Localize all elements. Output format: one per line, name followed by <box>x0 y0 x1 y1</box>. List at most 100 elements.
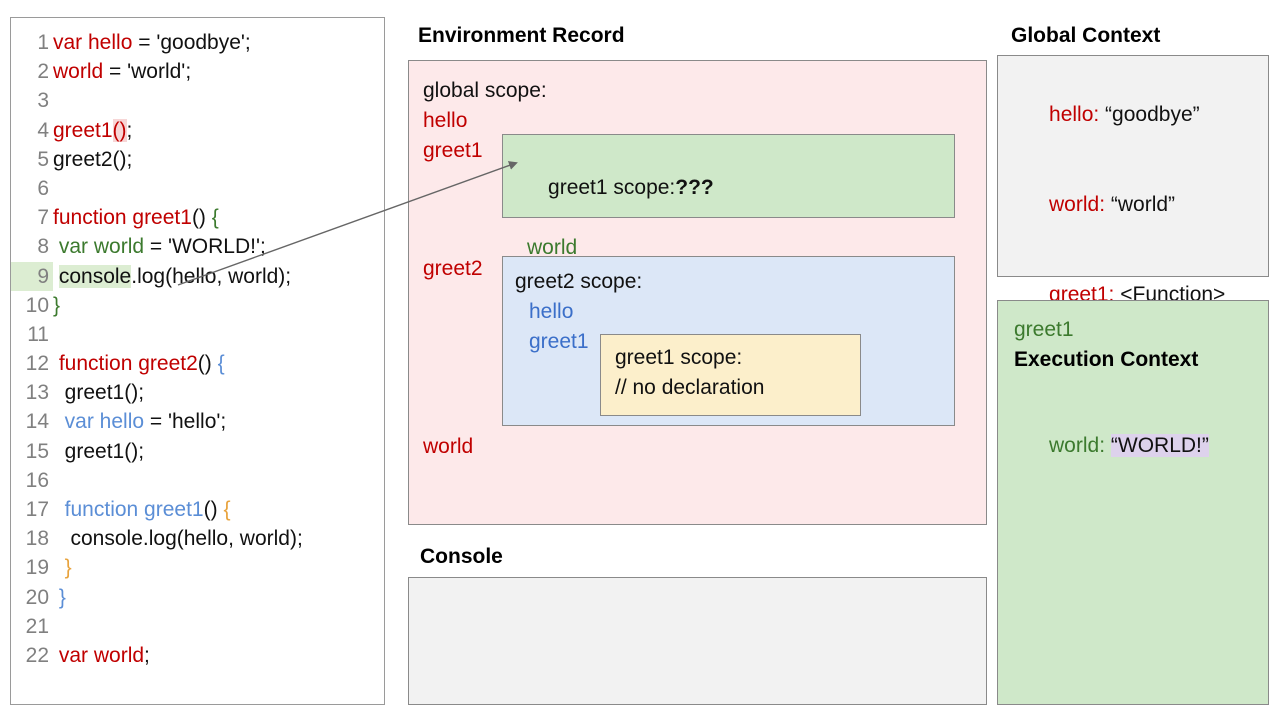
code-line-number: 16 <box>25 468 49 492</box>
greet1-scope-header: greet1 scope:??? <box>513 143 954 233</box>
code-line[interactable]: 19 } <box>11 553 384 582</box>
code-token: = 'WORLD!'; <box>144 235 266 259</box>
code-token <box>53 498 65 521</box>
code-token: = 'world'; <box>103 60 192 84</box>
code-token: { <box>223 498 231 521</box>
global-context-box: hello: “goodbye” world: “world” greet1: … <box>997 55 1269 306</box>
code-line-number: 1 <box>37 31 49 54</box>
code-token: var world <box>58 643 145 667</box>
code-token <box>53 265 59 288</box>
execution-context-function-name: greet1 <box>1014 318 1074 341</box>
code-line-content: greet1(); <box>53 116 132 145</box>
code-line-number: 21 <box>25 614 49 638</box>
env-binding-greet2: greet2 <box>423 257 483 280</box>
code-line[interactable]: 10} <box>11 291 384 320</box>
greet2-scope-binding-greet1: greet1 <box>529 330 589 353</box>
code-token: greet1 <box>53 118 113 142</box>
code-line[interactable]: 16 <box>11 466 384 495</box>
greet1-scope-box: greet1 scope:??? world <box>502 134 955 259</box>
greet2-scope-header: greet2 scope: <box>515 270 643 293</box>
code-line[interactable]: 8 var world = 'WORLD!'; <box>11 232 384 261</box>
global-context-entry-world: world: “world” <box>1014 160 1268 250</box>
code-token: { <box>211 206 219 230</box>
code-line-content: world = 'world'; <box>53 57 191 86</box>
console-title: Console <box>420 545 503 568</box>
global-context-value-world: “world” <box>1105 193 1176 216</box>
code-token: console.log(hello, world); <box>53 527 303 551</box>
environment-record-title: Environment Record <box>418 24 625 47</box>
code-line[interactable]: 11 <box>11 320 384 349</box>
code-line-number: 14 <box>25 410 49 434</box>
code-line-content: greet1(); <box>53 378 144 407</box>
code-token: = <box>132 31 157 54</box>
code-token: world <box>53 60 104 84</box>
code-line-content: } <box>53 291 60 320</box>
env-binding-greet1: greet1 <box>423 139 483 162</box>
code-token: greet1(); <box>53 381 145 405</box>
code-line-content: var hello = 'hello'; <box>53 407 227 436</box>
code-token: greet2(); <box>53 147 133 171</box>
code-line-number: 22 <box>25 643 49 667</box>
code-token: { <box>217 352 225 376</box>
code-line-number: 12 <box>25 352 49 376</box>
code-line-number: 15 <box>25 439 49 463</box>
env-binding-hello: hello <box>423 109 468 132</box>
code-line[interactable]: 13 greet1(); <box>11 378 384 407</box>
code-token: = 'hello'; <box>144 410 227 434</box>
code-token: var world <box>58 235 145 259</box>
code-line[interactable]: 15 greet1(); <box>11 437 384 466</box>
code-token <box>53 410 65 433</box>
code-token <box>53 556 65 579</box>
execution-context-box: greet1 Execution Context world: “WORLD!” <box>997 300 1269 705</box>
code-line-number: 20 <box>25 585 49 609</box>
env-binding-world: world <box>423 435 474 458</box>
code-token: () <box>203 498 224 521</box>
code-line-content: var hello = 'goodbye'; <box>53 28 251 57</box>
code-token: } <box>53 293 61 317</box>
execution-context-key-world: world: <box>1049 434 1106 457</box>
execution-context-entry-world: world: “WORLD!” <box>1014 401 1268 491</box>
code-line-content: function greet1() { <box>53 495 231 524</box>
greet1-scope-header-text: greet1 scope: <box>548 176 676 199</box>
code-token: } <box>64 556 72 580</box>
code-line[interactable]: 20 } <box>11 583 384 612</box>
code-line-number: 11 <box>27 322 49 346</box>
code-line[interactable]: 21 <box>11 612 384 641</box>
greet1-inner-scope-header: greet1 scope: <box>615 346 743 369</box>
code-line-content: console.log(hello, world); <box>53 524 303 553</box>
code-line-content: function greet2() { <box>53 349 225 378</box>
code-line[interactable]: 9 console.log(hello, world); <box>11 261 384 291</box>
code-line[interactable]: 14 var hello = 'hello'; <box>11 407 384 436</box>
global-context-value-hello: “goodbye” <box>1099 103 1200 126</box>
code-line[interactable]: 12 function greet2() { <box>11 349 384 378</box>
code-line-number: 13 <box>25 381 49 405</box>
code-line-content: console.log(hello, world); <box>53 262 291 291</box>
code-line[interactable]: 17 function greet1() { <box>11 495 384 524</box>
code-token: () <box>191 206 212 230</box>
greet1-scope-unknown-marker: ??? <box>675 176 714 199</box>
code-line[interactable]: 3 <box>11 86 384 115</box>
global-context-key-hello: hello: <box>1049 103 1100 126</box>
global-context-key-world: world: <box>1049 193 1106 216</box>
code-token: function greet1 <box>53 206 192 230</box>
code-line[interactable]: 6 <box>11 174 384 203</box>
code-token: function greet1 <box>64 498 204 521</box>
code-line-content: } <box>53 553 72 582</box>
console-output-box[interactable] <box>408 577 987 705</box>
code-token: console <box>58 264 132 288</box>
code-token: function greet2 <box>58 352 198 376</box>
code-line-number: 4 <box>37 118 49 142</box>
code-line[interactable]: 22 var world; <box>11 641 384 670</box>
execution-context-spacer <box>1014 375 1268 401</box>
code-token: () <box>112 118 127 142</box>
global-context-title: Global Context <box>1011 24 1161 47</box>
console-output-text <box>409 578 986 594</box>
code-line[interactable]: 18 console.log(hello, world); <box>11 524 384 553</box>
